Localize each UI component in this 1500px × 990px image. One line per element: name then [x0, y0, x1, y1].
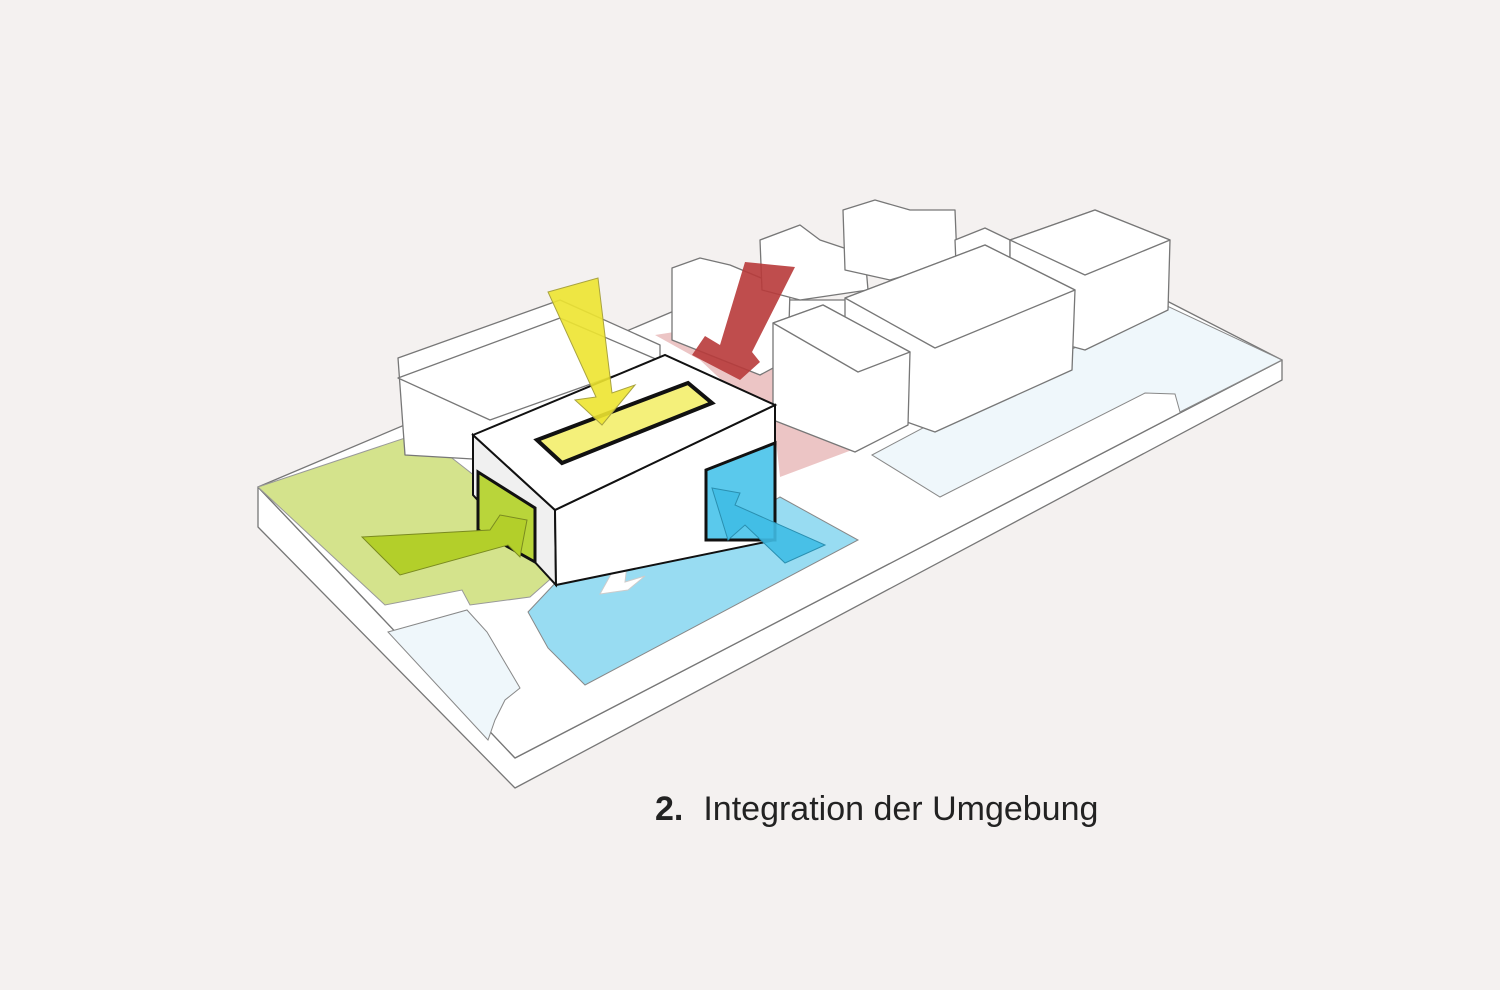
diagram-caption: 2. Integration der Umgebung: [655, 790, 1098, 829]
courtyard-opening: [533, 380, 716, 466]
green-access-arrow-icon: [360, 514, 528, 576]
blue-access-arrow-icon: [711, 487, 827, 564]
caption-text: Integration der Umgebung: [703, 790, 1099, 828]
caption-number: 2.: [655, 790, 684, 828]
yellow-light-arrow-icon: [547, 277, 637, 426]
light-water-left: [387, 609, 521, 741]
red-access-arrow-icon: [692, 262, 795, 380]
